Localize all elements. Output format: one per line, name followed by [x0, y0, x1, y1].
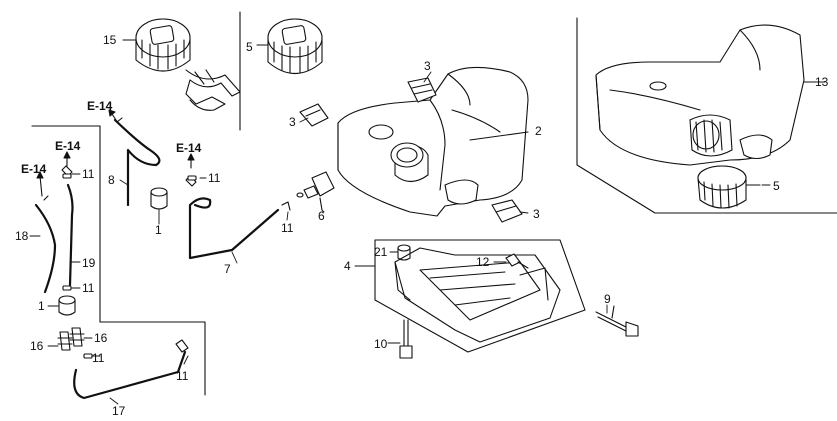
callout-part-16: 16 — [94, 331, 108, 345]
part-17-fuel-line — [73, 339, 189, 400]
callout-part-19: 19 — [82, 256, 96, 270]
callout-part-11: 11 — [208, 171, 221, 185]
callout-part-10: 10 — [374, 337, 388, 351]
callout-part-17: 17 — [112, 404, 126, 418]
callout-part-16: 16 — [30, 339, 44, 353]
callout-part-11: 11 — [92, 351, 105, 365]
callout-part-6: 6 — [318, 209, 325, 223]
part-13-fuel-tank-assembly — [595, 24, 813, 166]
part-5-fuel-cap-right — [697, 165, 761, 209]
callout-part-18: 18 — [15, 229, 29, 243]
part-15-fuel-cap-with-retainer — [122, 18, 241, 111]
part-10-bolt — [399, 319, 413, 359]
part-8-fuel-line — [113, 117, 161, 207]
reference-label-e14: E-14 — [21, 162, 47, 176]
callout-part-21: 21 — [374, 245, 388, 259]
callout-part-11: 11 — [281, 221, 294, 235]
callout-part-3: 3 — [424, 59, 431, 73]
part-5-fuel-cap — [256, 18, 323, 74]
callout-part-11: 11 — [82, 281, 95, 295]
callout-part-4: 4 — [344, 259, 351, 273]
callout-part-2: 2 — [535, 124, 542, 138]
part-9-long-bolt — [595, 305, 639, 337]
callout-part-3: 3 — [533, 207, 540, 221]
part-3-rubber-mount-upper — [407, 77, 437, 103]
callout-part-11: 11 — [82, 167, 95, 181]
callout-part-5: 5 — [246, 40, 253, 54]
reference-label-e14: E-14 — [55, 139, 81, 153]
callout-part-11: 11 — [176, 369, 189, 383]
part-3-rubber-mount-lower — [491, 199, 523, 223]
callout-part-9: 9 — [604, 292, 611, 306]
part-6-primer-pump — [296, 171, 335, 211]
callout-part-13: 13 — [815, 75, 829, 89]
part-1-grommet-lower — [58, 295, 76, 316]
part-16-fitting-right — [69, 327, 85, 347]
reference-label-e14: E-14 — [87, 99, 113, 113]
callout-part-12: 12 — [476, 255, 490, 269]
callout-part-8: 8 — [108, 173, 115, 187]
callout-part-1: 1 — [155, 223, 162, 237]
callout-part-15: 15 — [103, 33, 117, 47]
part-12-bolt — [505, 253, 529, 269]
part-19-fuel-line — [61, 165, 74, 287]
callout-part-7: 7 — [224, 262, 231, 276]
part-2-fuel-tank — [337, 66, 529, 217]
part-21-collar — [397, 244, 411, 261]
callout-part-3: 3 — [289, 115, 296, 129]
leader-lines — [29, 71, 826, 405]
e14-reference-arrows — [36, 109, 195, 197]
section-borders — [31, 11, 837, 396]
part-4-tank-bracket — [374, 239, 586, 353]
part-1-grommet — [150, 187, 168, 210]
callout-part-5: 5 — [773, 179, 780, 193]
callout-part-1: 1 — [38, 299, 45, 313]
part-7-fuel-line — [185, 175, 280, 260]
part-16-fitting-left — [57, 331, 73, 351]
part-18-fuel-line — [34, 195, 57, 294]
part-3-rubber-mount-left — [299, 103, 329, 127]
reference-label-e14: E-14 — [176, 141, 202, 155]
